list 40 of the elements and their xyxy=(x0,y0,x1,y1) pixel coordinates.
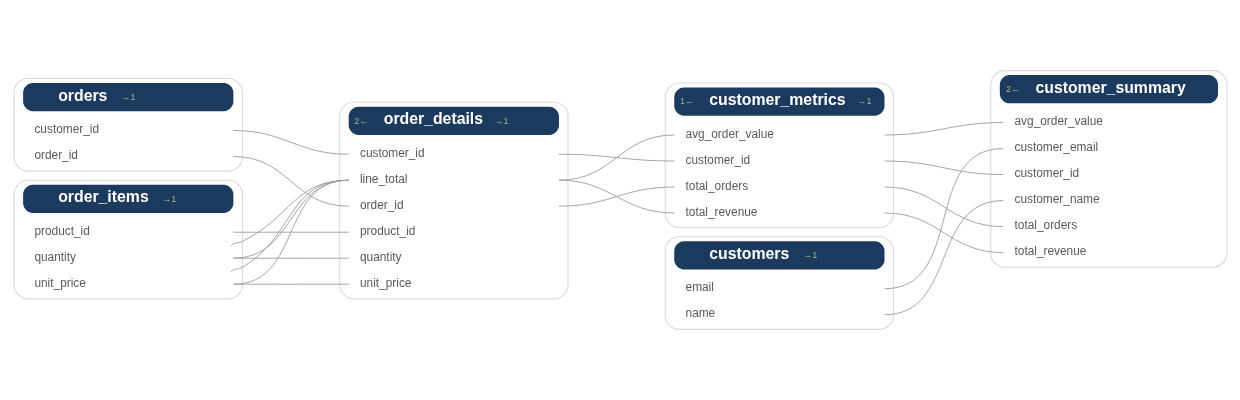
node-text: avg_order_value xyxy=(1014,114,1103,129)
node-text: avg_order_value xyxy=(685,126,774,141)
connector xyxy=(558,179,675,214)
connector xyxy=(558,153,675,162)
node-text: quantity xyxy=(360,249,402,264)
node-text: customer_id xyxy=(1014,166,1080,181)
node-text: email xyxy=(685,280,714,295)
connector xyxy=(558,134,675,181)
node-text: customer_id xyxy=(360,145,425,160)
connector xyxy=(232,257,350,259)
node-text: customer_name xyxy=(1014,192,1100,207)
connector xyxy=(884,200,1004,316)
connector xyxy=(232,283,350,285)
connector xyxy=(884,148,1004,290)
connector xyxy=(884,212,1004,253)
node-text: unit_price xyxy=(360,275,412,290)
connector xyxy=(232,179,350,259)
node-text: total_orders xyxy=(685,178,749,193)
node-text: order_id xyxy=(360,197,404,212)
node-text: product_id xyxy=(34,223,90,238)
node-text: order_id xyxy=(34,148,78,163)
connector xyxy=(232,231,350,233)
connector xyxy=(884,160,1004,175)
node-text: customer_email xyxy=(1014,140,1099,155)
node-text: total_revenue xyxy=(685,204,758,219)
connector xyxy=(884,186,1004,227)
node-text: customer_id xyxy=(34,122,100,137)
node-text: product_id xyxy=(360,223,416,238)
node-text: total_orders xyxy=(1014,218,1078,233)
connector xyxy=(884,122,1004,136)
node-text: unit_price xyxy=(34,275,86,290)
connector xyxy=(230,179,350,247)
node-text: name xyxy=(685,306,716,321)
connector xyxy=(232,130,350,155)
connector xyxy=(232,156,350,207)
node-text: customer_id xyxy=(685,152,751,167)
connector xyxy=(558,186,675,207)
node-text: total_revenue xyxy=(1014,244,1087,259)
node-text: line_total xyxy=(360,171,408,186)
node-text: quantity xyxy=(34,249,76,264)
